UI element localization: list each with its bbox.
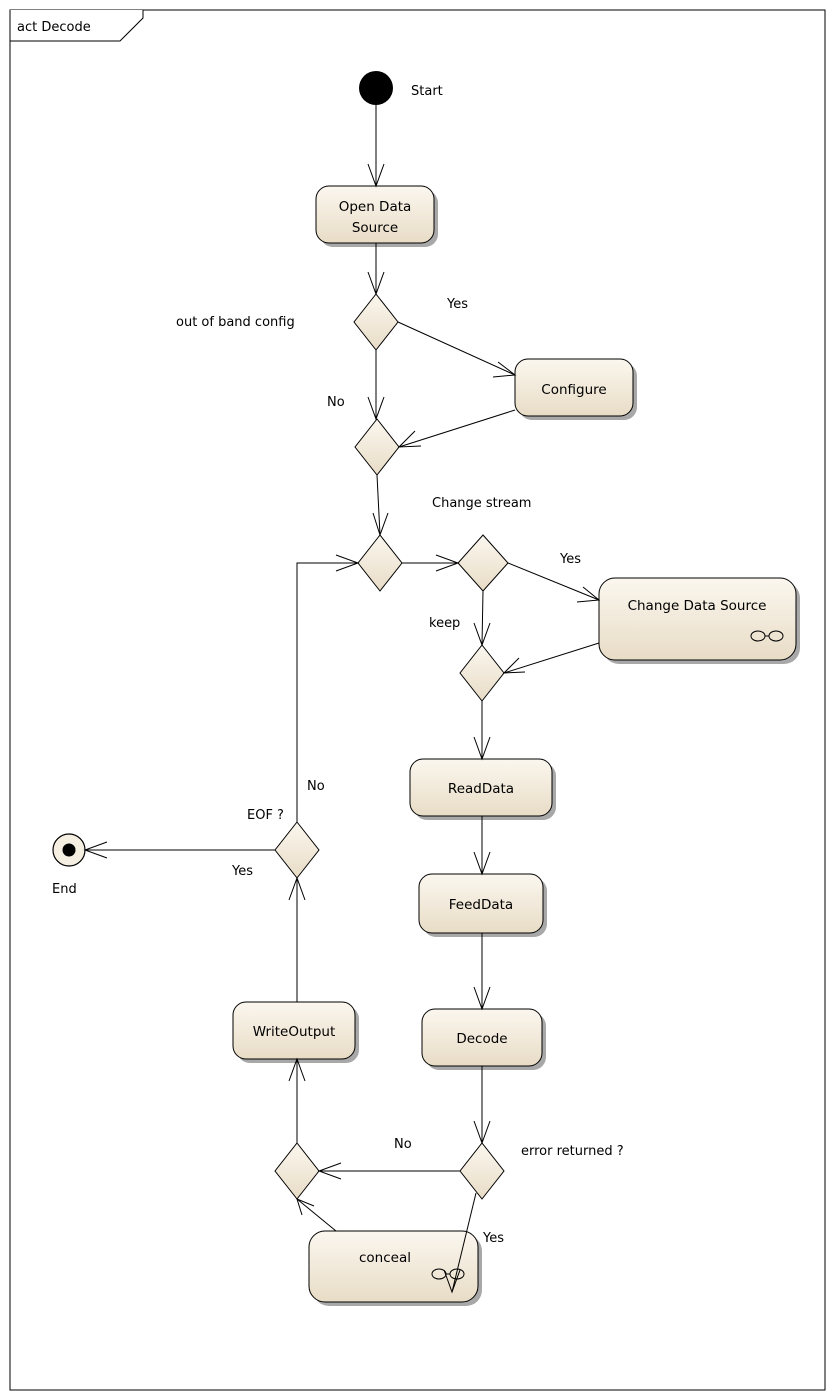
action-feed-data[interactable]: FeedData [418, 873, 547, 937]
end-inner-circle [62, 843, 76, 857]
write-output-label: WriteOutput [253, 1024, 336, 1040]
action-configure[interactable]: Configure [514, 358, 637, 420]
decision-out-of-band-config[interactable] [353, 293, 399, 351]
label-eof-no: No [307, 779, 325, 794]
merge-after-configure[interactable] [354, 418, 400, 476]
decision-error-returned[interactable] [459, 1142, 505, 1200]
merge-before-write-output[interactable] [274, 1142, 320, 1200]
open-data-label-line1: Open Data [339, 199, 412, 215]
action-open-data-source[interactable]: Open Data Source [315, 185, 438, 247]
action-decode[interactable]: Decode [421, 1008, 546, 1070]
edge-configure-merge [398, 409, 516, 448]
action-conceal[interactable]: conceal [308, 1230, 482, 1306]
edge-source-merge [503, 642, 600, 674]
edge-conceal-merge [296, 1198, 337, 1232]
start-node[interactable]: Start [359, 71, 443, 105]
edge-error-yes [451, 1192, 477, 1293]
start-label: Start [411, 84, 443, 99]
label-oob-no: No [327, 395, 345, 410]
label-oob-yes: Yes [446, 297, 468, 312]
frame-title: act Decode [17, 20, 91, 35]
frame-tab [9, 10, 144, 42]
rake-icon [750, 630, 784, 642]
label-error-returned: error returned ? [521, 1144, 624, 1159]
label-error-no: No [394, 1137, 412, 1152]
decode-label: Decode [456, 1031, 507, 1047]
edge-oob-configure [397, 321, 516, 376]
merge-after-change-source[interactable] [459, 644, 505, 702]
open-data-label-line2: Source [352, 220, 398, 236]
action-read-data[interactable]: ReadData [409, 758, 556, 820]
frame-border [9, 9, 826, 1391]
change-data-source-label: Change Data Source [628, 598, 767, 614]
decision-eof[interactable] [274, 821, 320, 879]
decision-change-stream[interactable] [457, 534, 509, 592]
start-circle [359, 71, 393, 105]
label-change-stream: Change stream [432, 496, 531, 511]
action-write-output[interactable]: WriteOutput [232, 1001, 359, 1063]
label-change-yes: Yes [559, 552, 581, 567]
label-eof-yes: Yes [231, 864, 253, 879]
feed-data-label: FeedData [449, 897, 513, 913]
merge-main-loop[interactable] [357, 534, 403, 592]
arrowheads [83, 163, 601, 1294]
conceal-label: conceal [359, 1250, 411, 1266]
edge-labels: out of band config Yes No Change stream … [176, 297, 624, 1246]
read-data-label: ReadData [448, 781, 514, 797]
edge-change-keep [481, 590, 484, 646]
edge-merge-loop [376, 474, 381, 536]
end-node[interactable]: End [52, 833, 86, 897]
edges [85, 105, 600, 1293]
label-keep: keep [429, 616, 460, 631]
label-error-yes: Yes [482, 1231, 504, 1246]
edge-eof-no-loop [296, 562, 358, 822]
end-label: End [52, 882, 77, 897]
label-out-of-band-config: out of band config [176, 315, 295, 330]
edge-change-source [507, 562, 600, 601]
diagram-frame: act Decode [9, 9, 826, 1391]
configure-label: Configure [541, 382, 606, 398]
label-eof: EOF ? [247, 808, 284, 823]
action-change-data-source[interactable]: Change Data Source [598, 577, 800, 664]
